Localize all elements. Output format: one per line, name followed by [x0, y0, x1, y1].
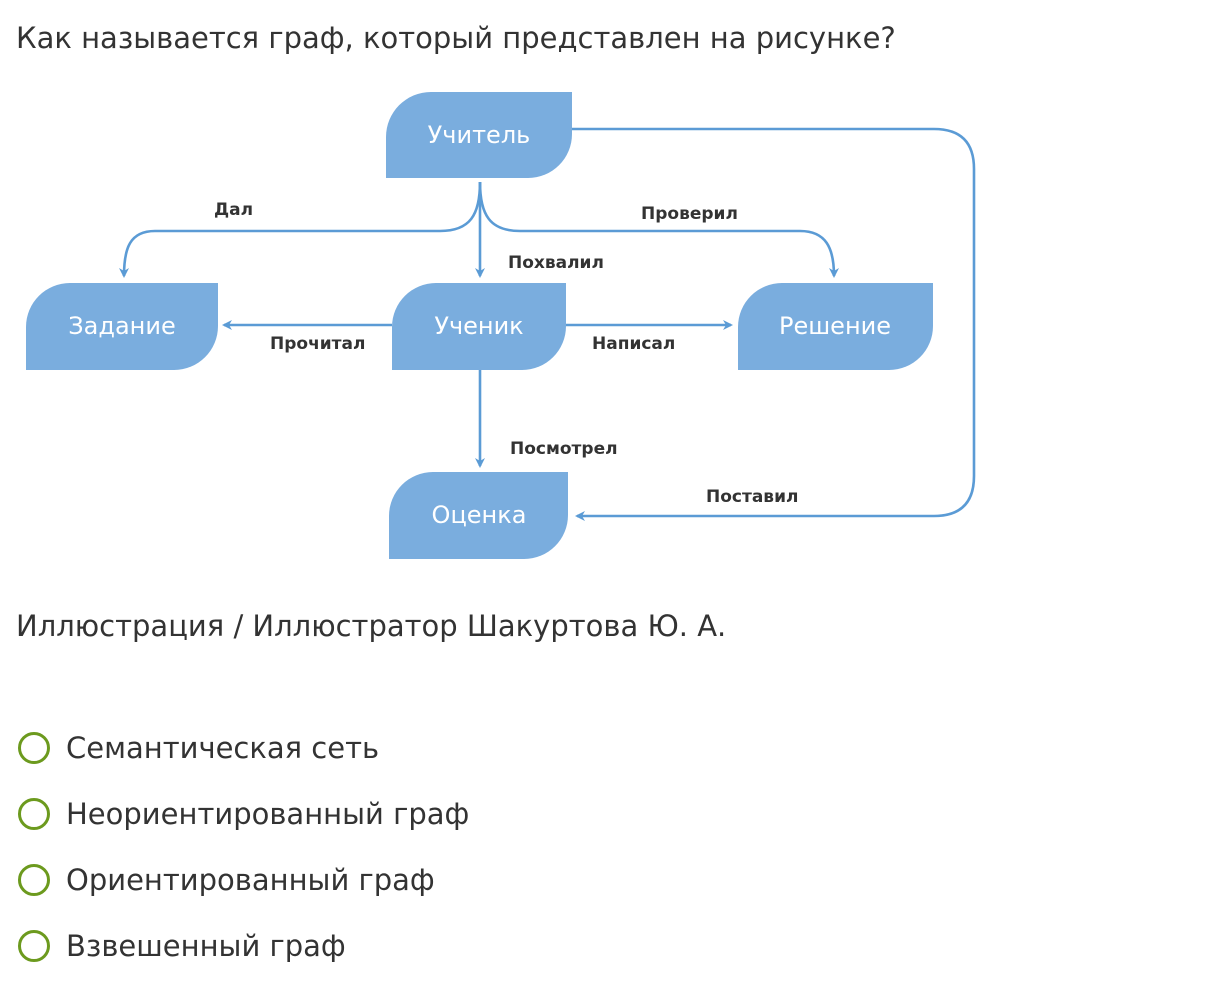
option-directed-graph[interactable]: Ориентированный граф: [16, 858, 1196, 902]
node-label-task: Задание: [68, 312, 175, 340]
graph-nodes: [26, 92, 933, 559]
question-text: Как называется граф, который представлен…: [16, 21, 896, 55]
option-label: Взвешенный граф: [66, 929, 346, 963]
edge-label-looked: Посмотрел: [510, 439, 618, 459]
graph-node-labels: Учитель Задание Ученик Решение Оценка: [68, 121, 891, 529]
radio-button[interactable]: [18, 930, 50, 962]
edge-label-assigned: Поставил: [706, 487, 798, 507]
option-label: Ориентированный граф: [66, 863, 435, 897]
edge-label-checked: Проверил: [641, 204, 738, 224]
radio-button[interactable]: [18, 732, 50, 764]
node-solution: [738, 283, 933, 370]
option-label: Семантическая сеть: [66, 731, 380, 765]
node-task: [26, 283, 218, 370]
option-undirected-graph[interactable]: Неориентированный граф: [16, 792, 1196, 836]
edge-label-wrote: Написал: [592, 334, 675, 354]
edge-label-praised: Похвалил: [508, 253, 604, 273]
node-grade: [389, 472, 568, 559]
node-teacher: [386, 92, 572, 178]
node-label-solution: Решение: [779, 312, 891, 340]
option-label: Неориентированный граф: [66, 797, 470, 831]
edge-label-read: Прочитал: [270, 334, 365, 354]
graph-edge-labels: Дал Проверил Похвалил Прочитал Написал П…: [214, 200, 798, 507]
edge-label-gave: Дал: [214, 200, 253, 220]
radio-button[interactable]: [18, 864, 50, 896]
radio-button[interactable]: [18, 798, 50, 830]
graph-diagram: Учитель Задание Ученик Решение Оценка Да…: [26, 92, 976, 559]
illustration-caption: Иллюстрация / Иллюстратор Шакуртова Ю. А…: [16, 609, 727, 643]
edge-gave: [119, 181, 482, 278]
edge-checked: [478, 181, 839, 278]
edge-assigned: [572, 127, 976, 521]
answer-options: Семантическая сеть Неориентированный гра…: [16, 726, 1196, 990]
option-weighted-graph[interactable]: Взвешенный граф: [16, 924, 1196, 968]
graph-edges: [119, 127, 976, 521]
option-semantic-network[interactable]: Семантическая сеть: [16, 726, 1196, 770]
node-student: [392, 283, 566, 370]
node-label-teacher: Учитель: [428, 121, 531, 149]
node-label-grade: Оценка: [432, 501, 527, 529]
node-label-student: Ученик: [434, 312, 523, 340]
